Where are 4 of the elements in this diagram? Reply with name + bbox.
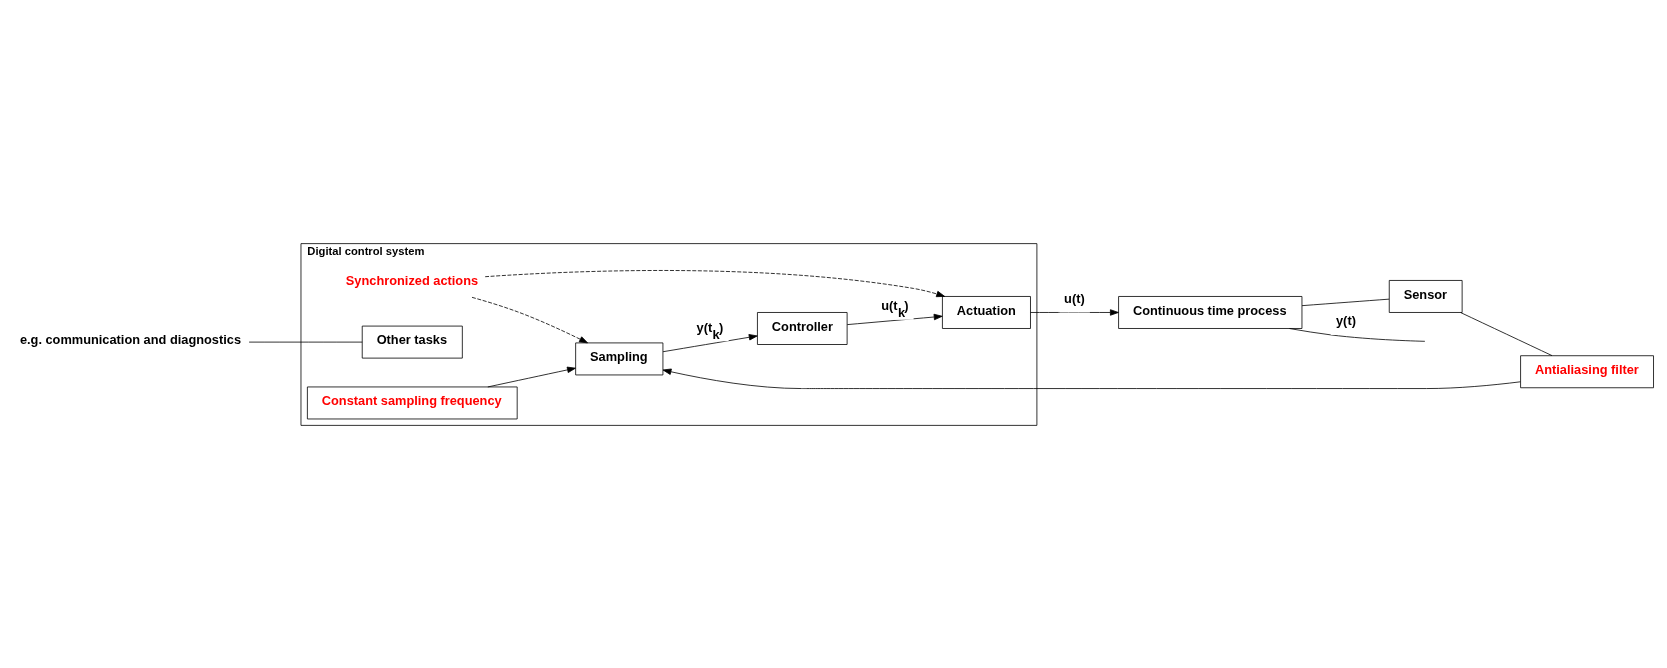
- node-text: e.g. communication and diagnostics: [19, 331, 242, 347]
- edge-label: y(t): [1336, 312, 1356, 328]
- node-text: Synchronized actions: [345, 272, 479, 288]
- edge-label: u(t): [1064, 290, 1085, 306]
